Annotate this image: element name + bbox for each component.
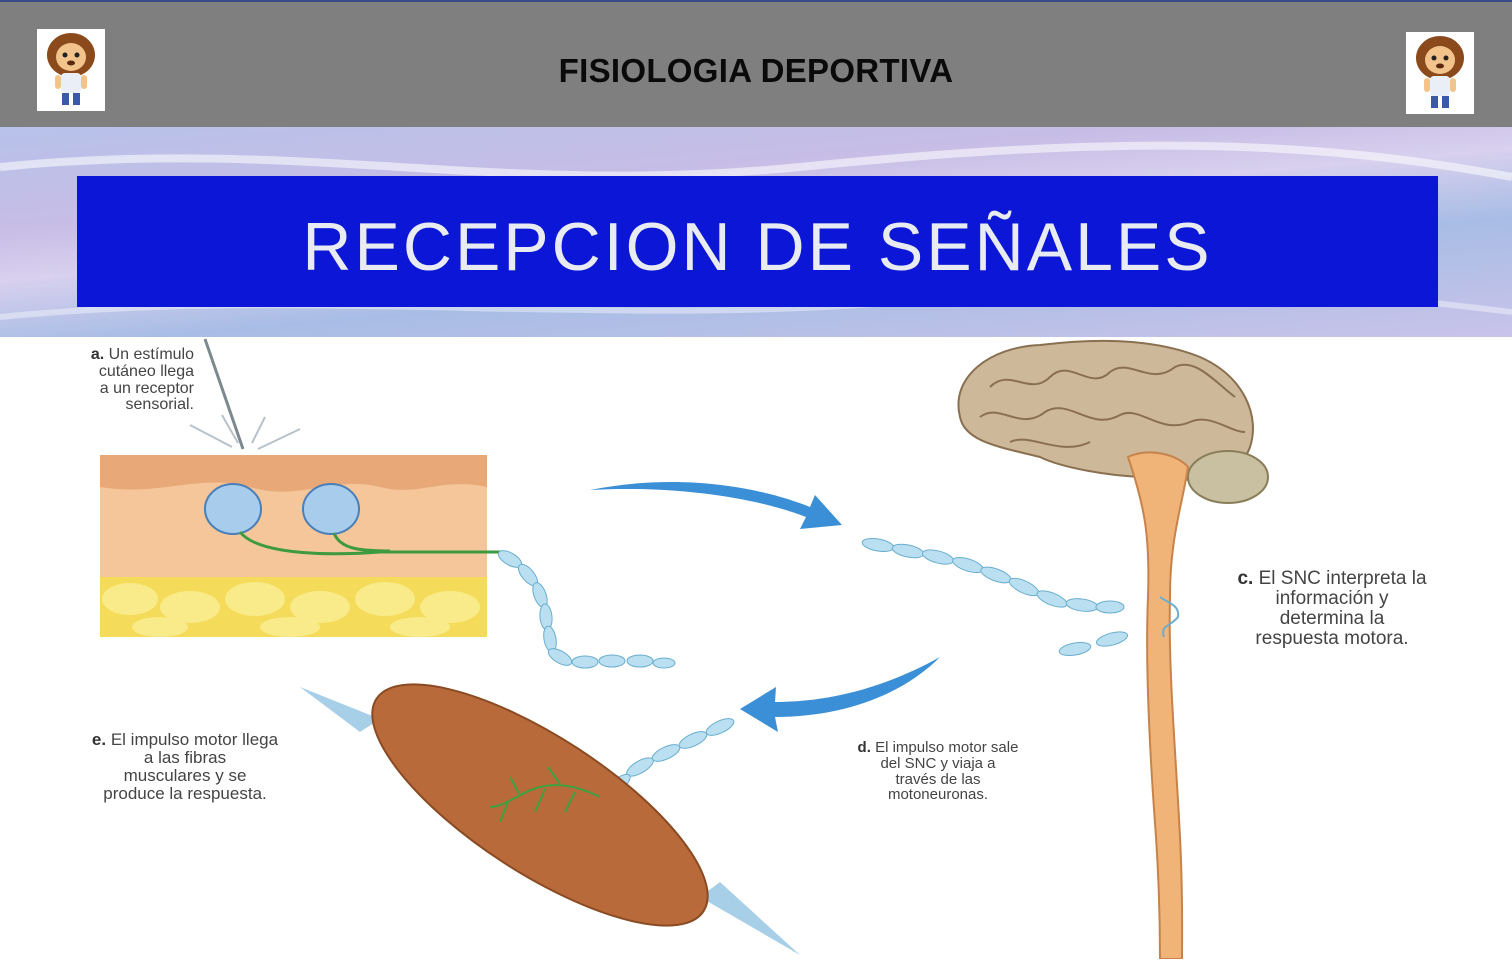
label-step-a: a. Un estímulo cutáneo llega a un recept… xyxy=(90,346,194,414)
stimulus-rays xyxy=(189,414,301,450)
header-bar: FISIOLOGIA DEPORTIVA xyxy=(0,0,1512,127)
title-banner: RECEPCION DE SEÑALES xyxy=(77,176,1438,307)
page-title: FISIOLOGIA DEPORTIVA xyxy=(558,52,954,89)
banner-title: RECEPCION DE SEÑALES xyxy=(302,209,1213,285)
signal-reception-diagram: a. Un estímulo cutáneo llega a un recept… xyxy=(0,337,1512,960)
sensory-receptors xyxy=(204,483,500,556)
label-step-e: e. El impulso motor llega a las fibras m… xyxy=(91,730,279,803)
label-step-d: d. El impulso motor sale del SNC y viaja… xyxy=(857,739,1019,804)
lion-mascot-icon xyxy=(1406,32,1474,114)
afferent-arrow xyxy=(590,481,842,529)
sensory-neuron xyxy=(497,550,676,669)
brain xyxy=(957,339,1269,504)
efferent-fiber-upper xyxy=(1058,631,1129,657)
efferent-arrow xyxy=(740,657,940,732)
lion-mascot-icon xyxy=(37,29,105,111)
afferent-fiber xyxy=(861,537,1125,614)
label-step-c: c. El SNC interpreta la información y de… xyxy=(1237,568,1427,649)
stimulus-needle xyxy=(203,338,245,450)
diagram-illustration xyxy=(100,338,1269,960)
skin-section xyxy=(100,455,487,637)
motor-end-plates xyxy=(489,766,601,823)
spinal-cord xyxy=(1126,451,1190,960)
muscle xyxy=(300,683,800,955)
